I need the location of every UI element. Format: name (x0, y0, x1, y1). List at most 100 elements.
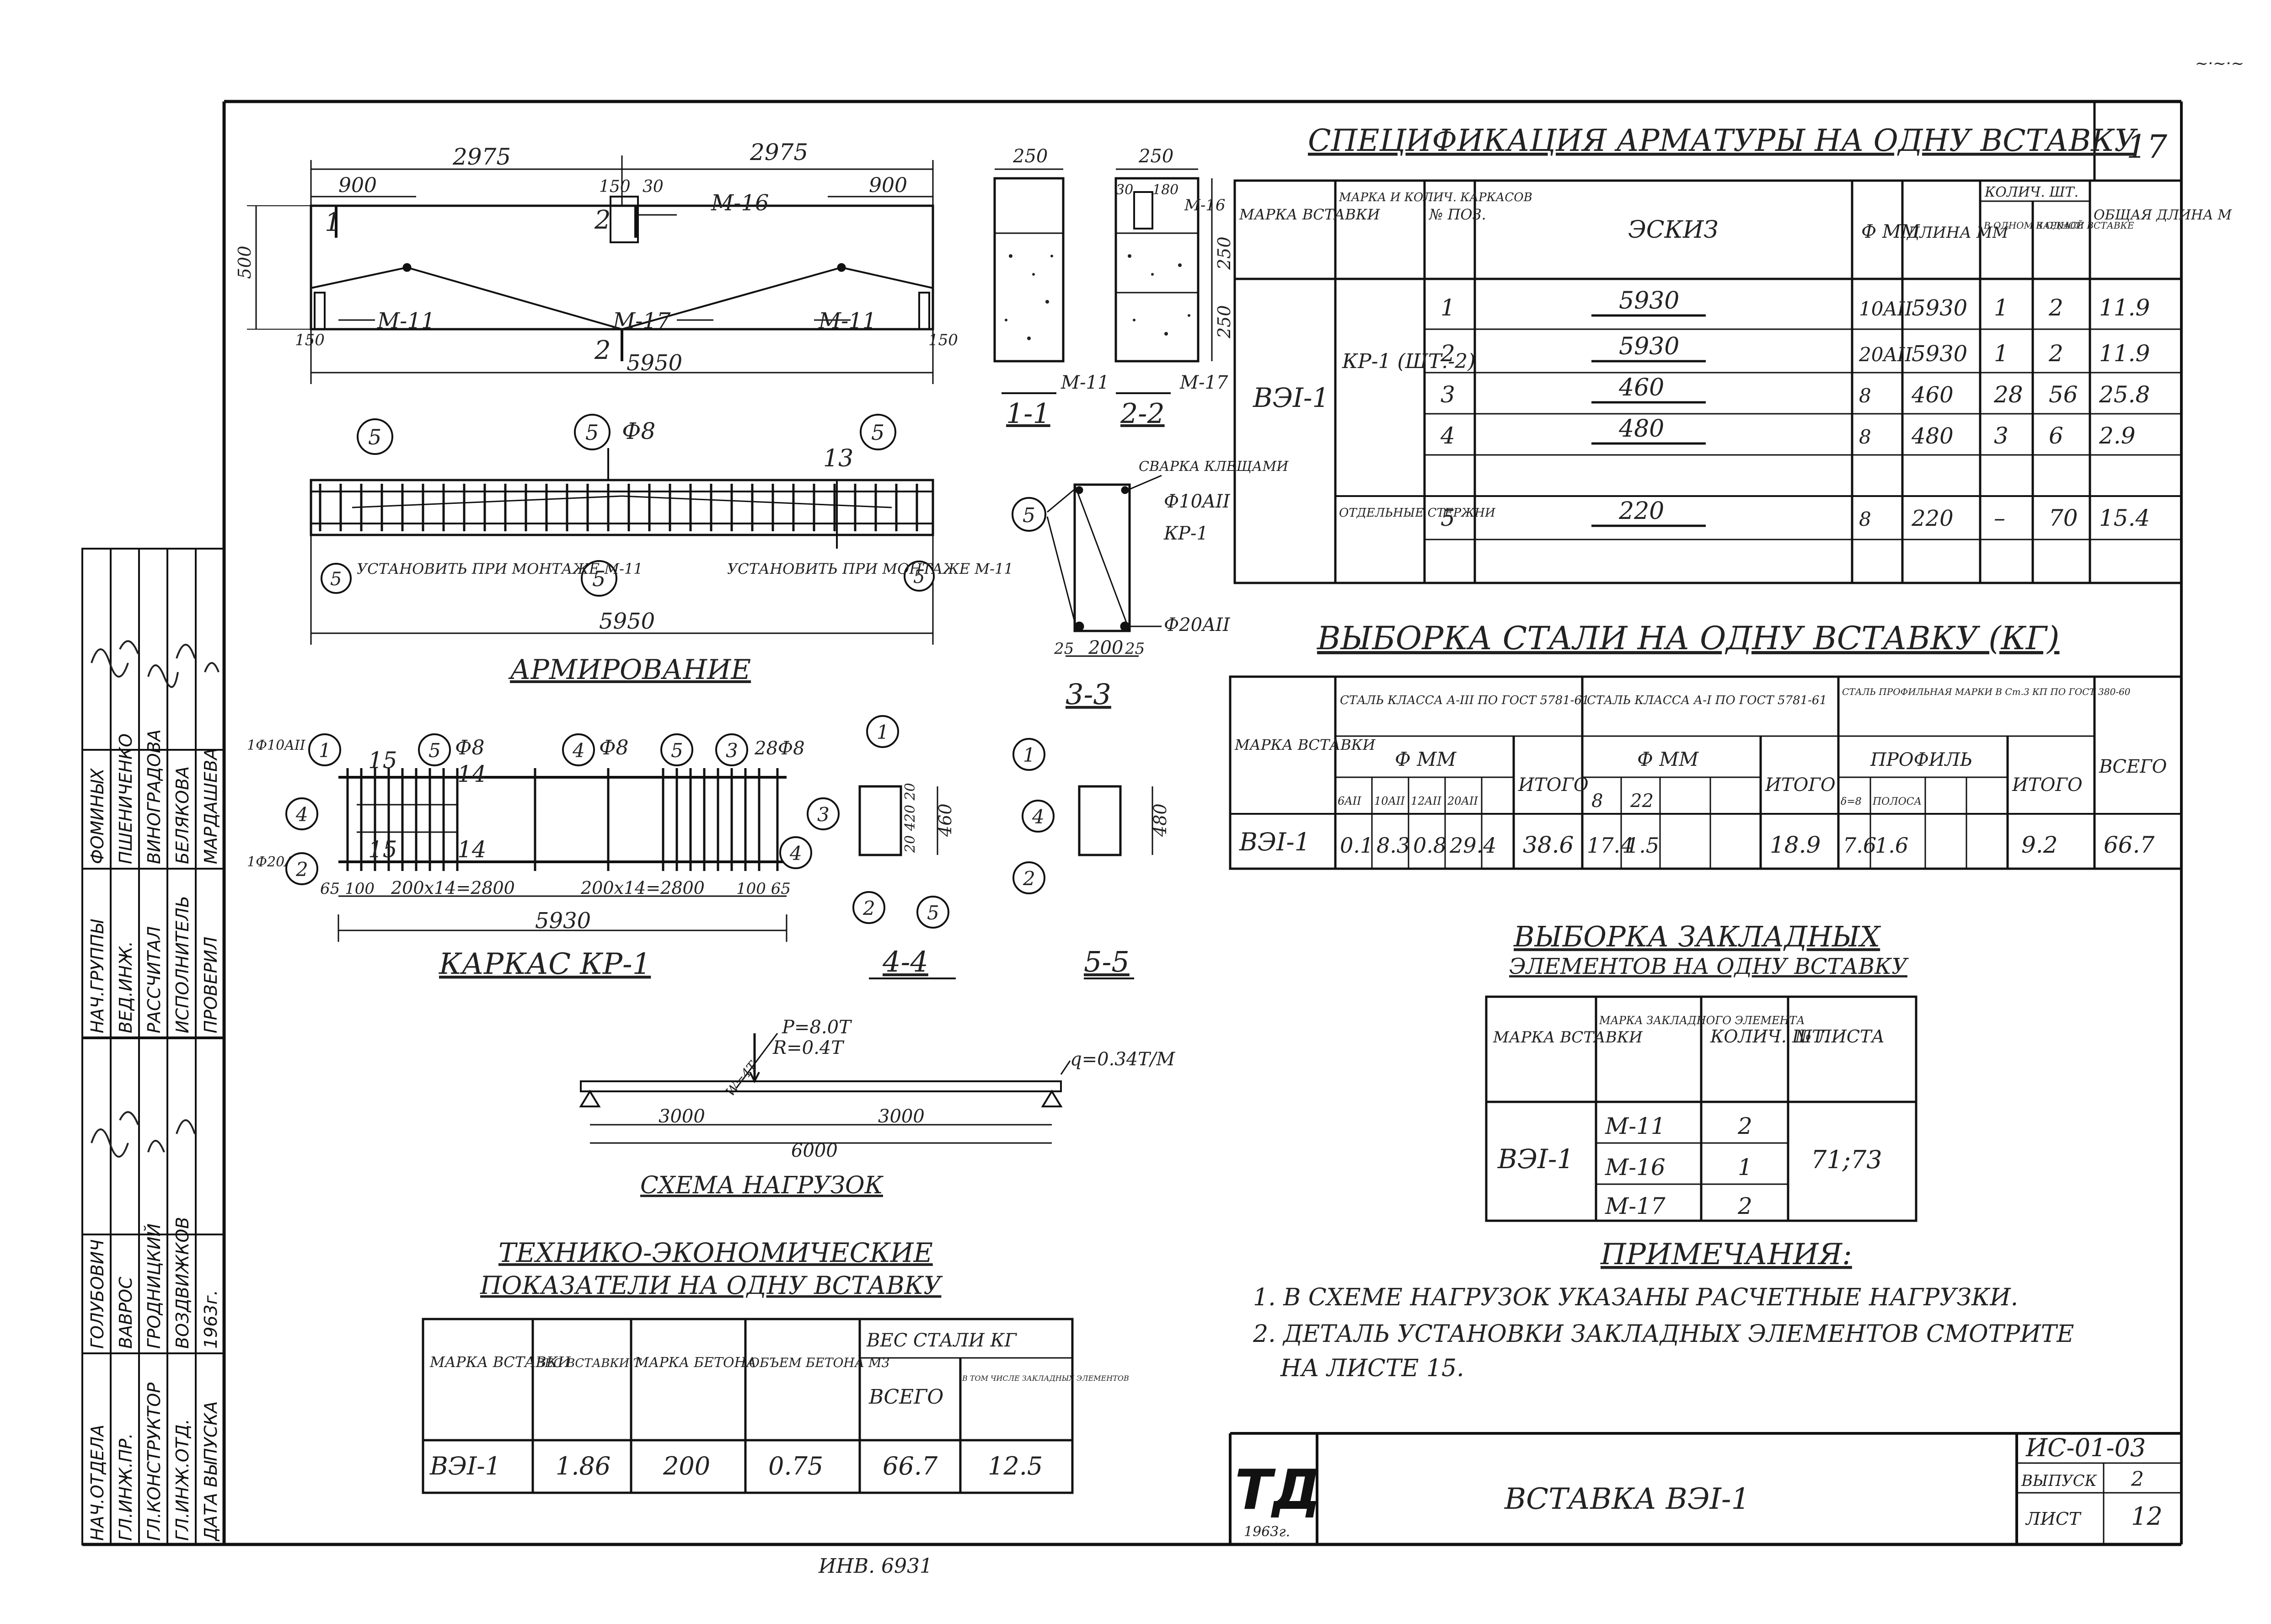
note-1: 1. В СХЕМЕ НАГРУЗОК УКАЗАНЫ РАСЧЕТНЫЕ НА… (1253, 1284, 2018, 1311)
tb-issue: 2 (2131, 1468, 2144, 1491)
sec-250-d: 250 (1214, 305, 1234, 339)
spec-dia: 20AII (1859, 343, 1913, 366)
dim-30: 30 (643, 177, 664, 196)
tech-table-text: МАРКА ВСТАВКИ ВЕС ВСТАВКИ Т МАРКА БЕТОНА… (429, 1330, 1129, 1480)
title-block-grid (1229, 1432, 2181, 1544)
frame-14-bottom: 14 (457, 836, 487, 863)
top-role-2: ГЛ.КОНСТРУКТОР (144, 1383, 164, 1541)
svg-text:5: 5 (671, 739, 683, 762)
dim-200: 200 (1088, 637, 1123, 658)
spec-total: 11.9 (2099, 294, 2150, 321)
dim-25a: 25 (1054, 640, 1074, 658)
embed-sheet: 71;73 (1811, 1145, 1882, 1174)
spec-pos: 3 (1441, 381, 1455, 408)
phi10-note: Ф10AII (1164, 491, 1231, 512)
inventory-number: ИНВ. 6931 (818, 1555, 932, 1578)
spec-len: 220 (1911, 506, 1954, 531)
embed-qty: 2 (1737, 1193, 1752, 1219)
spec-h-mark: МАРКА ВСТАВКИ (1239, 206, 1381, 223)
spec-q2: 70 (2049, 505, 2078, 531)
dim-150: 150 (599, 177, 631, 196)
frame-dim-1: 65 100 (320, 880, 375, 898)
dim-500: 500 (235, 246, 255, 279)
dim-2975-right: 2975 (750, 139, 808, 166)
tech-h-steel: ВЕС СТАЛИ КГ (866, 1330, 1017, 1351)
name-1: ПШЕНИЧЕНКО (116, 733, 136, 864)
tech-weight: 1.86 (556, 1452, 611, 1480)
section-hatch (1005, 254, 1190, 340)
spec-sketch: 5930 (1619, 333, 1679, 360)
load-diagram (579, 1033, 1071, 1144)
frame-dim-2: 200х14=2800 (391, 878, 515, 898)
callout-1-frame: 1 (308, 733, 341, 766)
spec-h-len: ДЛИНА ММ (1906, 224, 2009, 242)
spec-dia: 8 (1859, 426, 1871, 448)
spec-q1: – (1994, 505, 2005, 531)
steel-d1: 6AII (1338, 795, 1361, 807)
name-0: ФОМИНЫХ (87, 768, 107, 864)
top-name-3: ВОЗДВИЖКОВ (172, 1217, 193, 1349)
steel-v1: 29.4 (1449, 833, 1496, 858)
frame-kr1-labels: 1Ф10AII 1Ф20AII 1 4 2 5 4 5 3 3 4 15 14 … (247, 733, 840, 981)
embed-h-qty: КОЛИЧ. ШТ. (1710, 1026, 1829, 1047)
sections-1-2-labels: 250 250 30 180 М-16 250 250 М-11 М-17 1-… (1006, 146, 1234, 430)
steel-profile: ПРОФИЛЬ (1870, 749, 1972, 770)
sections-4-5-labels: 1 2 5 1 4 2 20 420 20 460 480 4-4 5-5 (852, 715, 1170, 978)
s44-dims: 20 420 20 (902, 783, 918, 853)
reinforcement-plan (310, 448, 934, 645)
frame-dim-4: 100 65 (736, 880, 791, 898)
spec-total: 2.9 (2099, 422, 2136, 449)
embed-qty: 1 (1738, 1154, 1752, 1181)
svg-text:5: 5 (592, 566, 605, 591)
embed-h-el: МАРКА ЗАКЛАДНОГО ЭЛЕМЕНТА (1599, 1014, 1805, 1027)
svg-text:5: 5 (871, 420, 884, 445)
spec-h-frame: МАРКА И КОЛИЧ. КАРКАСОВ (1339, 191, 1532, 204)
steel-t2: 18.9 (1770, 832, 1821, 858)
sec-m17: М-17 (1179, 372, 1228, 393)
notes-title: ПРИМЕЧАНИЯ: (1600, 1238, 1852, 1271)
embed-title-1: ВЫБОРКА ЗАКЛАДНЫХ (1513, 920, 1881, 953)
spec-q1: 28 (1993, 381, 2023, 408)
tech-all: 66.7 (883, 1452, 938, 1480)
kr1-note: КР-1 (1163, 523, 1208, 544)
embed-h-sheet: № ЛИСТА (1794, 1026, 1885, 1047)
reinforcement-plan-labels: 5 5 5 5 5 5 Ф8 13 УСТАНОВИТЬ ПРИ МОНТАЖЕ… (321, 414, 1013, 686)
svg-text:5: 5 (428, 739, 441, 762)
top-role-4: ДАТА ВЫПУСКА (201, 1401, 221, 1542)
name-2: ВИНОГРАДОВА (144, 729, 164, 864)
install-note-right: УСТАНОВИТЬ ПРИ МОНТАЖЕ М-11 (727, 560, 1013, 577)
spec-table-grid (1233, 179, 2183, 584)
beam-elevation (247, 155, 934, 384)
spec-pos: 1 (1441, 294, 1455, 321)
dim-2975-left: 2975 (452, 144, 511, 170)
dim-5950-b: 5950 (599, 609, 655, 634)
tech-mark: ВЭI-1 (429, 1452, 501, 1480)
tb-sheet: 12 (2131, 1502, 2163, 1531)
tech-incl: 12.5 (988, 1452, 1043, 1480)
svg-text:5: 5 (1023, 504, 1035, 527)
tech-h-volume: ОБЪЕМ БЕТОНА М3 (749, 1355, 889, 1370)
dim-150-right: 150 (928, 331, 958, 349)
callout-5d: 5 (581, 560, 617, 597)
steel-d1: 20AII (1447, 795, 1478, 807)
steel-itogo-1: ИТОГО (1518, 775, 1589, 796)
s55-480: 480 (1150, 803, 1170, 837)
spec-q1: 3 (1994, 422, 2009, 449)
spec-q2: 2 (2048, 340, 2063, 367)
load-3000-a: 3000 (659, 1106, 705, 1127)
steel-table-grid (1229, 675, 2183, 870)
callout-5-s33: 5 (1012, 497, 1046, 532)
svg-text:1: 1 (1023, 744, 1035, 766)
callout-4-frame-b: 4 (562, 733, 595, 766)
svg-text:3: 3 (726, 739, 738, 762)
beam-elevation-labels: 2975 2975 900 900 150 30 М-16 500 М-11 М… (235, 139, 958, 376)
spec-q2: 2 (2048, 294, 2063, 321)
steel-t1: 38.6 (1523, 832, 1574, 858)
callout-5f: 5 (904, 561, 935, 592)
spec-len: 5930 (1912, 295, 1967, 321)
tech-table-grid (422, 1318, 1074, 1494)
spec-len: 480 (1911, 423, 1954, 449)
